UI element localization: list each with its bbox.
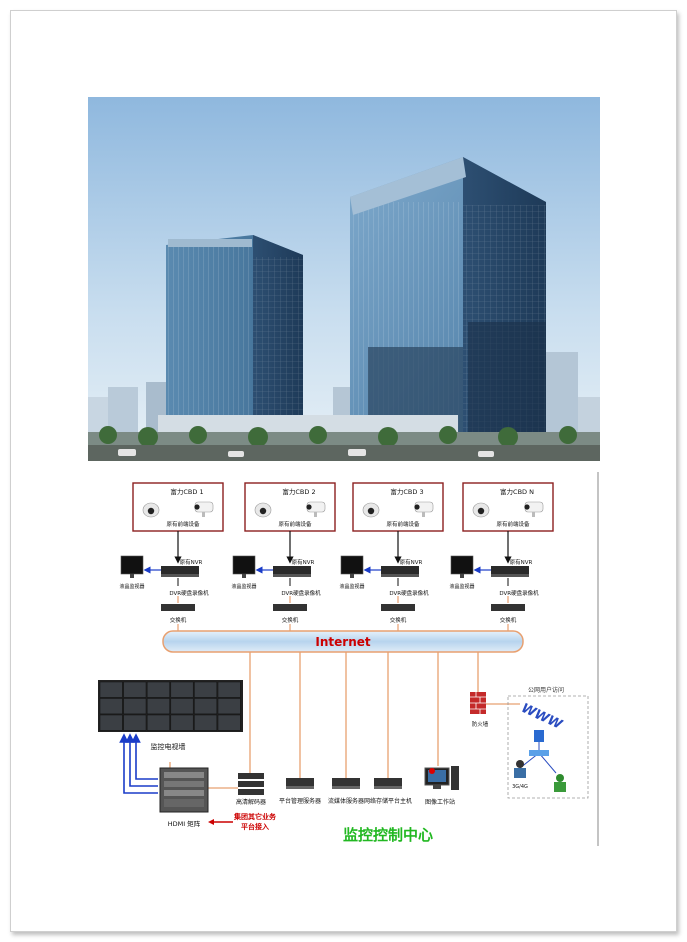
public-access-label: 公网用户访问 [528, 686, 564, 694]
lcd-monitor-icon [450, 555, 474, 578]
dome-camera-icon [472, 502, 490, 518]
videowall-screen [217, 698, 241, 715]
www-icon: WWW [519, 701, 565, 733]
dome-camera-icon [362, 502, 380, 518]
server-label: 平台管理服务器 [279, 797, 321, 805]
videowall-screen [123, 698, 147, 715]
nvr-device [381, 566, 419, 577]
videowall-screen [146, 714, 170, 731]
server-device: 流媒体服务器 [328, 778, 364, 805]
decoder-label: 高清解码器 [236, 798, 266, 806]
internet-backbone: Internet [162, 630, 524, 653]
public-user-icon [554, 774, 566, 792]
dvr-label: DVR硬盘录像机 [281, 589, 321, 597]
videowall-screen [146, 681, 170, 698]
videowall-screen [99, 681, 123, 698]
site-subtitle: 原有前端设备 [166, 520, 200, 528]
site-subtitle: 原有前端设备 [496, 520, 530, 528]
public-access-zone: 公网用户访问 WWW 3G/4G [507, 686, 589, 799]
dome-camera-icon [142, 502, 160, 518]
switch-label: 交换机 [390, 616, 407, 624]
lcd-monitor-icon [340, 555, 364, 578]
network-switch [491, 604, 525, 611]
hdmi-matrix: HDMI 矩阵 [159, 767, 209, 828]
group-access-line2: 平台接入 [241, 822, 269, 831]
center-title: 监控控制中心 [343, 826, 433, 844]
monitor-label: 液晶监视器 [231, 583, 256, 590]
remote-user-icon: 3G/4G [512, 760, 528, 790]
nvr-label: 原有NVR [400, 558, 423, 566]
monitor-label: 液晶监视器 [449, 583, 474, 590]
internet-label: Internet [315, 635, 370, 649]
nvr-label: 原有NVR [180, 558, 203, 566]
nvr-device [161, 566, 199, 577]
bullet-camera-icon [306, 501, 326, 517]
bullet-camera-icon [194, 501, 214, 517]
workstation-label: 图像工作站 [425, 798, 455, 806]
switch-label: 交换机 [170, 616, 187, 624]
site-subtitle: 原有前端设备 [386, 520, 420, 528]
videowall-screen [170, 714, 194, 731]
site-subtitle: 原有前端设备 [278, 520, 312, 528]
server-label: 流媒体服务器 [328, 797, 364, 805]
building-photo [88, 97, 600, 461]
network-switch [161, 604, 195, 611]
dvr-label: DVR硬盘录像机 [499, 589, 539, 597]
image-workstation: 图像工作站 [424, 766, 459, 806]
nvr-device [491, 566, 529, 577]
videowall-screen [99, 714, 123, 731]
videowall-screen [123, 714, 147, 731]
nvr-label: 原有NVR [510, 558, 533, 566]
remote-user-label: 3G/4G [512, 784, 528, 790]
dome-camera-icon [254, 502, 272, 518]
videowall-screen [146, 698, 170, 715]
server-label: 网络存储平台主机 [364, 797, 412, 805]
videowall-screen [217, 681, 241, 698]
videowall-screen [123, 681, 147, 698]
bullet-camera-icon [414, 501, 434, 517]
hd-decoder: 高清解码器 [236, 773, 266, 806]
server-device: 平台管理服务器 [279, 778, 321, 805]
nvr-device [273, 566, 311, 577]
video-wall: 监控电视墙 [98, 680, 243, 751]
firewall: 防火墙 [470, 692, 489, 728]
router-icon [534, 730, 544, 742]
monitor-label: 液晶监视器 [339, 583, 364, 590]
videowall-screen [99, 698, 123, 715]
videowall-screen [170, 681, 194, 698]
site-title: 富力CBD 1 [170, 487, 203, 496]
videowall-screen [194, 698, 218, 715]
bullet-camera-icon [524, 501, 544, 517]
videowall-screen [194, 714, 218, 731]
nvr-label: 原有NVR [292, 558, 315, 566]
dvr-label: DVR硬盘录像机 [389, 589, 429, 597]
site-title: 富力CBD 2 [282, 487, 315, 496]
switch-label: 交换机 [500, 616, 517, 624]
lcd-monitor-icon [120, 555, 144, 578]
firewall-label: 防火墙 [472, 720, 489, 728]
monitor-label: 液晶监视器 [119, 583, 144, 590]
server-device: 网络存储平台主机 [364, 778, 412, 805]
dvr-label: DVR硬盘录像机 [169, 589, 209, 597]
site-title: 富力CBD N [500, 487, 534, 496]
switch-label: 交换机 [282, 616, 299, 624]
network-switch [381, 604, 415, 611]
videowall-label: 监控电视墙 [151, 742, 186, 751]
videowall-screen [194, 681, 218, 698]
network-switch [273, 604, 307, 611]
videowall-screen [217, 714, 241, 731]
lcd-monitor-icon [232, 555, 256, 578]
group-access-line1: 集团其它业务 [233, 812, 277, 821]
matrix-label: HDMI 矩阵 [168, 819, 201, 828]
videowall-screen [170, 698, 194, 715]
site-title: 富力CBD 3 [390, 487, 423, 496]
